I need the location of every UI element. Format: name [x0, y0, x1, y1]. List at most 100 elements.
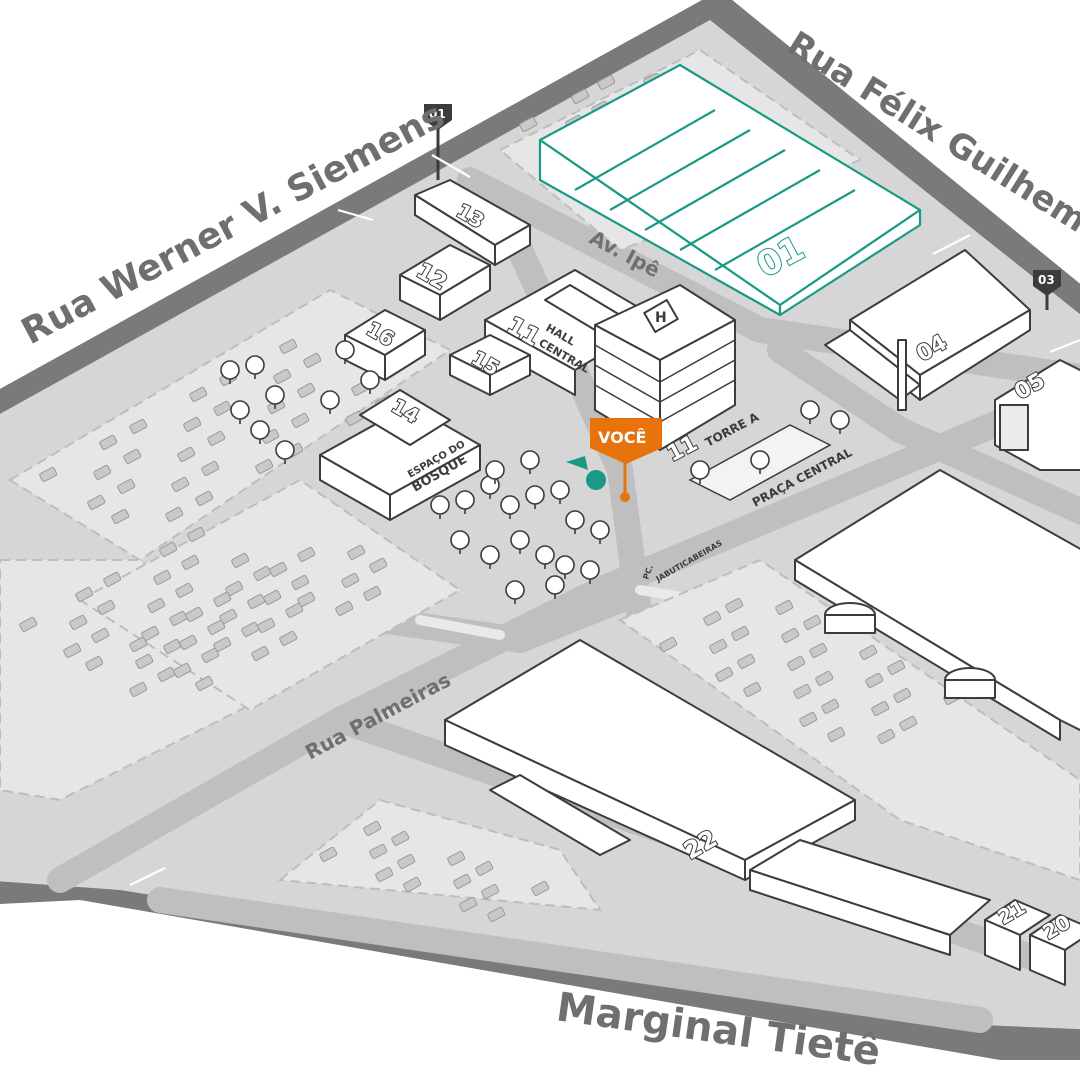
- parked-car: [129, 636, 148, 652]
- parked-car: [91, 627, 110, 643]
- parked-car: [363, 820, 382, 836]
- parked-car: [207, 430, 226, 446]
- parked-car: [181, 554, 200, 570]
- parked-car: [201, 647, 220, 663]
- parked-car: [809, 642, 828, 658]
- building-04[interactable]: 04: [824, 249, 1031, 411]
- parked-car: [877, 728, 896, 744]
- tree: [550, 480, 570, 504]
- forest-trees: [220, 340, 850, 604]
- gate-03-label: 03: [1038, 273, 1055, 287]
- parked-car: [363, 585, 382, 601]
- tree: [220, 360, 240, 384]
- parked-car: [87, 494, 106, 510]
- parked-car: [179, 634, 198, 650]
- tree: [230, 400, 250, 424]
- building-16[interactable]: 16: [344, 309, 426, 381]
- tree: [510, 530, 530, 554]
- location-arrow-icon: [566, 456, 606, 490]
- building-14-espaco-do-bosque[interactable]: 14 ESPAÇO DO BOSQUE: [319, 389, 481, 521]
- tree: [580, 560, 600, 584]
- gate-01-label: 01: [429, 107, 446, 121]
- tree: [485, 460, 505, 484]
- parked-car: [213, 591, 232, 607]
- tree: [525, 485, 545, 509]
- parked-car: [725, 597, 744, 613]
- parked-car: [519, 116, 538, 132]
- tree: [500, 495, 520, 519]
- you-are-here-pin[interactable]: VOCÊ: [590, 418, 662, 502]
- gate-03-marker[interactable]: 03: [1033, 270, 1061, 310]
- parked-car: [787, 655, 806, 671]
- parked-car: [859, 644, 878, 660]
- building-13[interactable]: 13: [414, 179, 531, 266]
- parked-car: [319, 846, 338, 862]
- parked-car: [19, 616, 38, 632]
- parked-car: [793, 683, 812, 699]
- parked-car: [111, 508, 130, 524]
- parked-car: [781, 627, 800, 643]
- tree: [455, 490, 475, 514]
- parked-car: [709, 638, 728, 654]
- parked-car: [195, 675, 214, 691]
- parked-car: [213, 400, 232, 416]
- parked-car: [571, 88, 590, 104]
- parked-car: [865, 672, 884, 688]
- parked-car: [291, 574, 310, 590]
- parked-car: [659, 636, 678, 652]
- parked-car: [257, 617, 276, 633]
- parked-car: [481, 883, 500, 899]
- parked-car: [187, 526, 206, 542]
- tree: [520, 450, 540, 474]
- building-12[interactable]: 12: [399, 244, 491, 321]
- building-01[interactable]: 01: [538, 63, 922, 317]
- parked-car: [173, 662, 192, 678]
- warehouse-right[interactable]: [794, 469, 1080, 741]
- parked-car: [93, 464, 112, 480]
- tree: [800, 400, 820, 424]
- tree: [750, 450, 770, 474]
- parked-car: [153, 569, 172, 585]
- parked-car: [475, 860, 494, 876]
- parked-car: [147, 597, 166, 613]
- parked-car: [129, 418, 148, 434]
- parked-car: [165, 506, 184, 522]
- parked-car: [827, 726, 846, 742]
- parked-car: [597, 74, 616, 90]
- parked-car: [183, 416, 202, 432]
- parked-car: [815, 670, 834, 686]
- tree: [335, 340, 355, 364]
- parked-car: [297, 546, 316, 562]
- parked-car: [231, 552, 250, 568]
- heliport-label: H: [655, 310, 667, 326]
- parked-car: [171, 476, 190, 492]
- gate-arrows: [129, 154, 1080, 886]
- parked-car: [185, 606, 204, 622]
- parked-car: [85, 655, 104, 671]
- tree: [265, 385, 285, 409]
- parked-car: [341, 572, 360, 588]
- parked-car: [447, 850, 466, 866]
- parked-car: [207, 619, 226, 635]
- parked-car: [453, 873, 472, 889]
- warehouse-south[interactable]: [749, 839, 991, 956]
- parked-car: [285, 602, 304, 618]
- tree: [275, 440, 295, 464]
- parked-car: [201, 460, 220, 476]
- building-15[interactable]: 15: [449, 334, 531, 396]
- parked-car: [375, 866, 394, 882]
- parked-car: [297, 382, 316, 398]
- gate-01-marker[interactable]: 01: [424, 104, 452, 180]
- tree: [535, 545, 555, 569]
- parked-car: [743, 681, 762, 697]
- parked-car: [369, 557, 388, 573]
- parked-car: [871, 700, 890, 716]
- parked-car: [775, 599, 794, 615]
- parked-car: [487, 906, 506, 922]
- parked-car: [899, 715, 918, 731]
- tree: [690, 460, 710, 484]
- parked-car: [279, 338, 298, 354]
- parked-car: [893, 687, 912, 703]
